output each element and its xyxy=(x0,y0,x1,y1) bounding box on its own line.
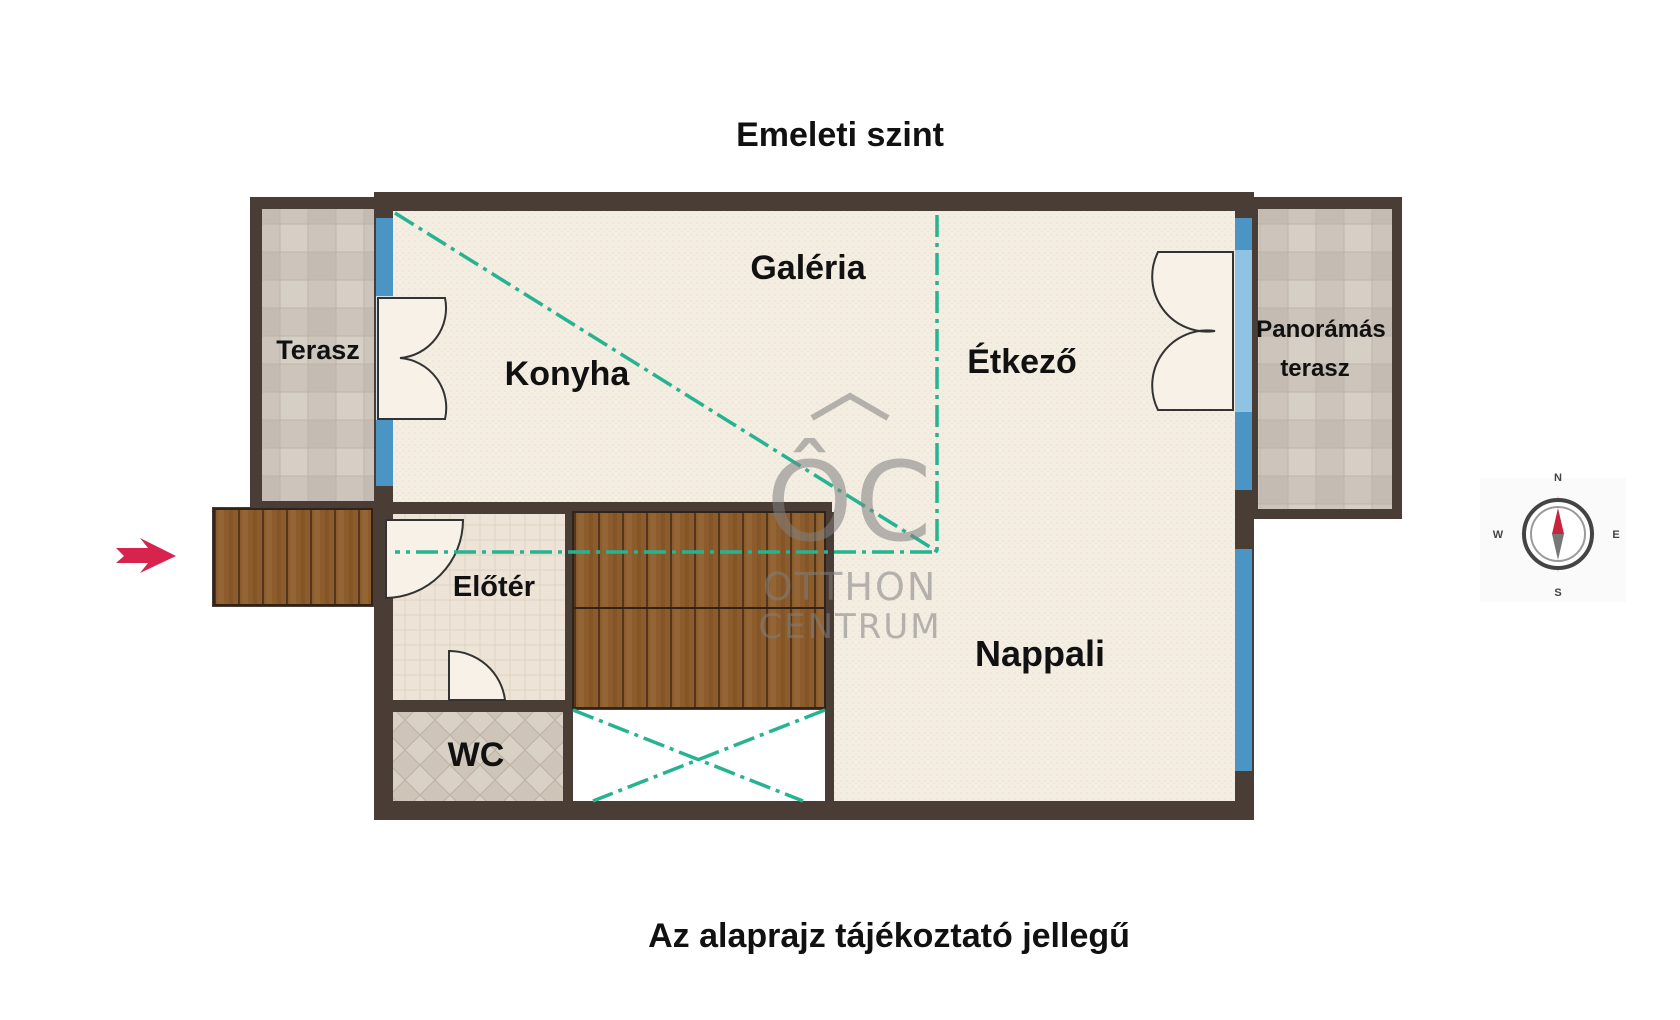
room-label-panoramas-2: terasz xyxy=(1280,355,1349,382)
room-label-panoramas-1: Panorámás xyxy=(1256,316,1385,343)
room-label-etkezo: Étkező xyxy=(967,343,1077,381)
room-label-nappali: Nappali xyxy=(975,633,1105,674)
watermark-line2: CENTRUM xyxy=(758,607,941,647)
room-label-eloter: Előtér xyxy=(453,571,535,603)
compass-e: E xyxy=(1612,529,1619,541)
room-labels: Emeleti szint Terasz Konyha Galéria Étke… xyxy=(276,116,1385,955)
doors xyxy=(377,251,1234,701)
watermark-logo: ÔC xyxy=(766,437,933,566)
room-label-konyha: Konyha xyxy=(505,355,631,393)
compass-w: W xyxy=(1493,529,1504,541)
wc-floor xyxy=(393,712,563,801)
wc-door xyxy=(448,649,507,701)
entry-arrow-icon xyxy=(116,538,176,573)
terasz-floor xyxy=(262,209,374,501)
compass-icon: N S E W xyxy=(1480,472,1626,602)
page-title: Emeleti szint xyxy=(736,116,944,154)
stairs xyxy=(213,508,826,709)
terasz-door xyxy=(377,297,448,420)
watermark: ÔC OTTHON CENTRUM xyxy=(758,392,941,647)
entry-stairs xyxy=(213,508,373,606)
zone-lines xyxy=(394,211,939,803)
lower-stair-flight xyxy=(572,607,826,709)
watermark-line1: OTTHON xyxy=(763,565,938,609)
room-label-galeria: Galéria xyxy=(750,249,866,287)
panoramas-terasz-floor xyxy=(1258,209,1392,509)
watermark-roof-icon xyxy=(810,392,890,421)
disclaimer-text: Az alaprajz tájékoztató jellegű xyxy=(648,917,1130,955)
entry-door xyxy=(385,519,465,600)
panoramas-door xyxy=(1151,251,1234,411)
room-label-wc: WC xyxy=(448,736,505,774)
compass-s: S xyxy=(1554,587,1561,599)
upper-stair-flight xyxy=(572,511,826,609)
compass-n: N xyxy=(1554,472,1562,484)
room-label-terasz: Terasz xyxy=(276,335,360,365)
